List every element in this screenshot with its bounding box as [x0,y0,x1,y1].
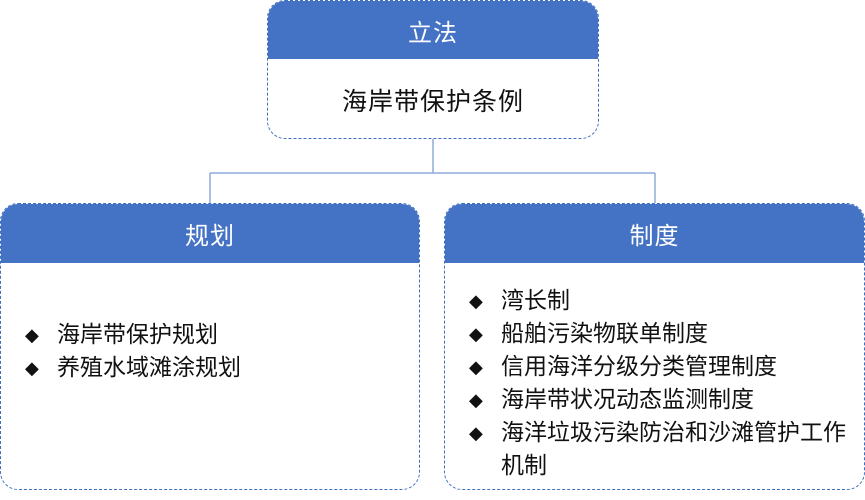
planning-body: ◆ 海岸带保护规划 ◆ 养殖水域滩涂规划 [1,319,419,385]
diamond-bullet-icon: ◆ [469,423,483,444]
planning-list: ◆ 海岸带保护规划 ◆ 养殖水域滩涂规划 [21,319,419,385]
list-item-label: 海洋垃圾污染防治和沙滩管护工作机制 [501,420,846,479]
list-item: ◆ 养殖水域滩涂规划 [21,352,419,385]
list-item-label: 养殖水域滩涂规划 [57,355,241,381]
system-header: 制度 [445,204,864,263]
diamond-bullet-icon: ◆ [469,357,483,378]
list-item: ◆ 海岸带保护规划 [21,319,419,352]
list-item-label: 船舶污染物联单制度 [501,321,708,347]
list-item: ◆ 船舶污染物联单制度 [465,318,848,351]
legislation-content: 海岸带保护条例 [341,86,524,116]
list-item-label: 海岸带保护规划 [57,322,218,348]
system-node: 制度 ◆ 湾长制 ◆ 船舶污染物联单制度 ◆ 信用海洋分级分类管理制度 ◆ 海岸… [444,203,865,490]
list-item-label: 海岸带状况动态监测制度 [501,387,754,413]
diamond-bullet-icon: ◆ [469,291,483,312]
system-body: ◆ 湾长制 ◆ 船舶污染物联单制度 ◆ 信用海洋分级分类管理制度 ◆ 海岸带状况… [445,285,864,483]
list-item: ◆ 信用海洋分级分类管理制度 [465,351,848,384]
diamond-bullet-icon: ◆ [469,390,483,411]
list-item: ◆ 湾长制 [465,285,848,318]
list-item-label: 信用海洋分级分类管理制度 [501,354,777,380]
diamond-bullet-icon: ◆ [25,358,39,379]
diamond-bullet-icon: ◆ [469,324,483,345]
list-item: ◆ 海岸带状况动态监测制度 [465,384,848,417]
legislation-node: 立法 海岸带保护条例 [267,0,599,139]
planning-node: 规划 ◆ 海岸带保护规划 ◆ 养殖水域滩涂规划 [0,203,420,490]
diamond-bullet-icon: ◆ [25,325,39,346]
legislation-header: 立法 [268,1,598,59]
list-item: ◆ 海洋垃圾污染防治和沙滩管护工作机制 [465,417,848,483]
system-list: ◆ 湾长制 ◆ 船舶污染物联单制度 ◆ 信用海洋分级分类管理制度 ◆ 海岸带状况… [465,285,848,483]
planning-header: 规划 [1,204,419,263]
list-item-label: 湾长制 [501,288,570,314]
